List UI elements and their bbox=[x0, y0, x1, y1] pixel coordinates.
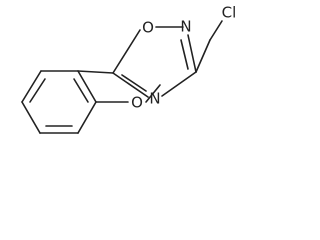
bond-ar-inner-1 bbox=[29, 78, 46, 103]
bond-ar-6 bbox=[77, 70, 97, 103]
bond-ring-link bbox=[77, 70, 114, 74]
bond-c3-n4 bbox=[161, 71, 197, 97]
chemical-structure-diagram: O N N Cl O bbox=[21, 4, 237, 134]
methoxy-group bbox=[95, 84, 161, 103]
bond-ar-2 bbox=[21, 70, 42, 103]
bond-c5-o1 bbox=[112, 29, 141, 74]
bond-n2-c3-double bbox=[180, 39, 189, 70]
bond-ar-inner-3 bbox=[73, 78, 89, 103]
atom-label-chlorine: Cl bbox=[222, 4, 237, 22]
bond-o-ch3 bbox=[145, 84, 161, 103]
oxadiazole-ring bbox=[112, 26, 197, 98]
chloromethyl-group bbox=[195, 20, 223, 73]
phenyl-ring bbox=[21, 70, 114, 134]
bond-n2-c3 bbox=[187, 34, 197, 73]
bond-ch2-cl bbox=[209, 20, 223, 41]
bond-n4-c5 bbox=[112, 72, 149, 98]
atom-label-methoxy-oxygen: O bbox=[131, 94, 143, 112]
bond-c3-ch2 bbox=[195, 39, 211, 73]
bond-ar-3 bbox=[21, 101, 41, 134]
atom-label-ring-nitrogen-top: N bbox=[180, 18, 191, 36]
bond-c5-n4-double bbox=[121, 74, 147, 92]
atom-label-ring-nitrogen-bottom: N bbox=[149, 90, 160, 108]
bond-ar-5 bbox=[77, 101, 97, 134]
atom-label-ring-oxygen: O bbox=[142, 19, 154, 37]
